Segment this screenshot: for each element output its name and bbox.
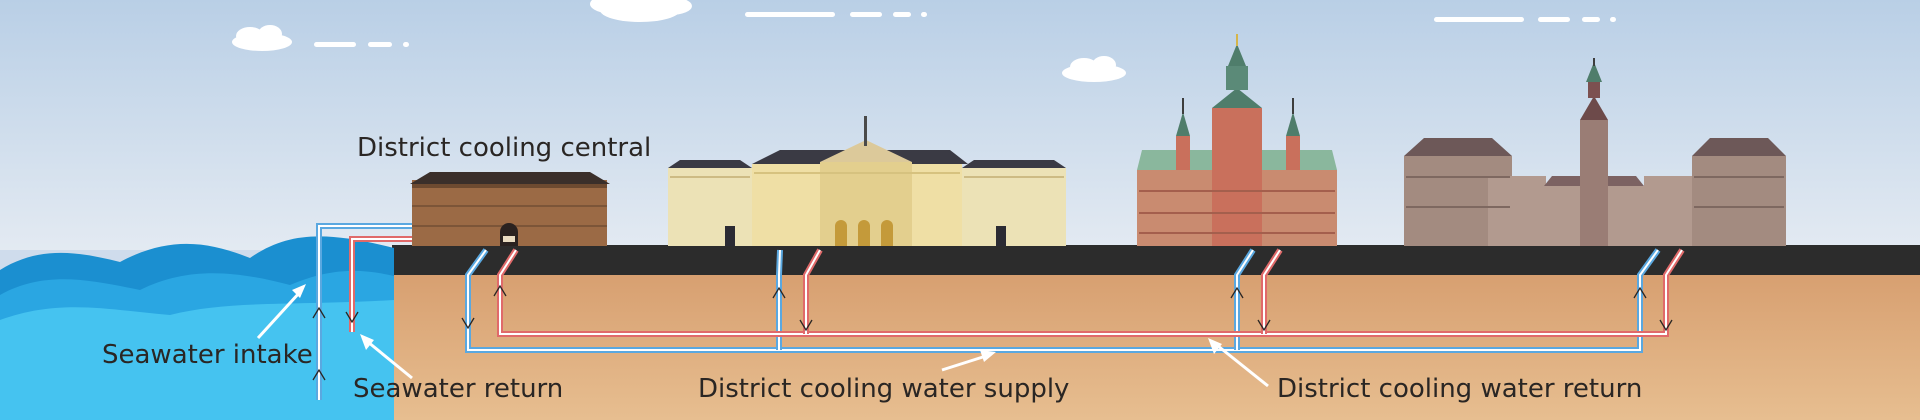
flow-arrow-down-return-sea: [345, 311, 359, 324]
flow-arrow-up-intake-1: [312, 306, 326, 319]
cooling-central-building: [410, 172, 610, 246]
flow-arrow-up-castle: [1230, 286, 1244, 299]
supply-pointer: [941, 354, 987, 372]
seawater-return-label: Seawater return: [353, 374, 563, 404]
flow-arrow-up-central: [493, 284, 507, 297]
flow-arrow-down-church: [1659, 319, 1673, 332]
seawater-intake-pointer: [256, 290, 302, 340]
flow-arrow-down-palace: [799, 319, 813, 332]
clouds: [232, 0, 1616, 82]
flow-arrow-up-palace: [772, 286, 786, 299]
supply-pipe: [465, 248, 1661, 353]
flow-arrow-down-central: [461, 317, 475, 330]
return-pointer: [1217, 344, 1269, 388]
seawater-intake-label: Seawater intake: [102, 340, 313, 370]
central-label: District cooling central: [357, 133, 651, 163]
flow-arrows: [312, 284, 1673, 381]
seawater-return-pointer: [367, 340, 413, 380]
flow-arrow-down-castle: [1257, 319, 1271, 332]
soil: [392, 272, 1920, 420]
castle-building: [1137, 34, 1337, 246]
flow-arrow-up-church: [1633, 286, 1647, 299]
sea: [0, 236, 394, 420]
seawater-pipes: [316, 223, 412, 400]
return-label: District cooling water return: [1277, 374, 1642, 404]
callout-pointers: [256, 284, 1269, 388]
flow-arrow-up-intake-2: [312, 368, 326, 381]
return-pipe: [497, 248, 1685, 337]
street: [392, 245, 1920, 275]
supply-label: District cooling water supply: [698, 374, 1069, 404]
church-building: [1404, 58, 1786, 246]
palace-building: [668, 116, 1066, 246]
